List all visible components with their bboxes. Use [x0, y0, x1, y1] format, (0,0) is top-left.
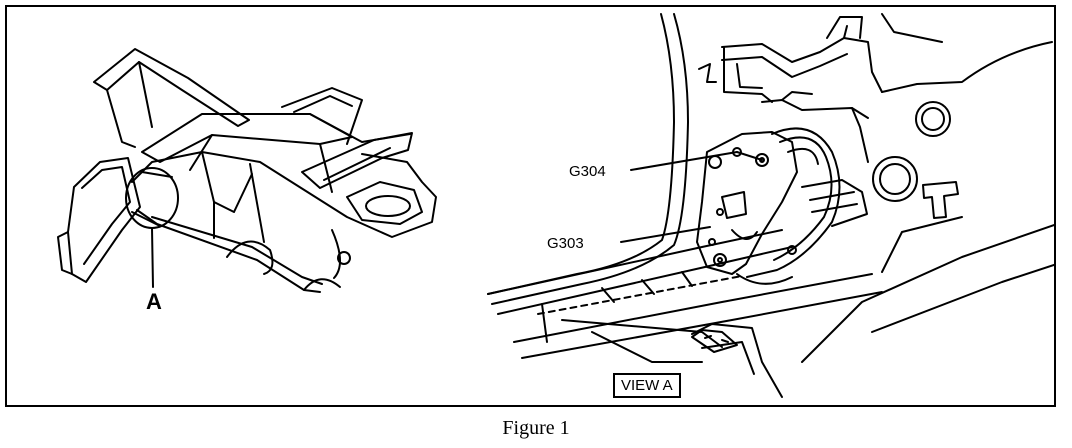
ground-point-detail-icon [487, 13, 1054, 398]
diagram-svg [57, 13, 1054, 398]
callout-g303: G303 [547, 235, 584, 252]
view-a-label: VIEW A [613, 373, 681, 398]
leader-line-g303 [620, 226, 711, 243]
figure-frame: A G304 G303 VIEW A [5, 5, 1056, 407]
detail-marker-a: A [146, 289, 162, 314]
leader-line-g304 [630, 151, 738, 171]
car-body-open-doors-icon [57, 48, 437, 293]
callout-g304: G304 [569, 163, 606, 180]
figure-caption: Figure 1 [502, 417, 570, 439]
